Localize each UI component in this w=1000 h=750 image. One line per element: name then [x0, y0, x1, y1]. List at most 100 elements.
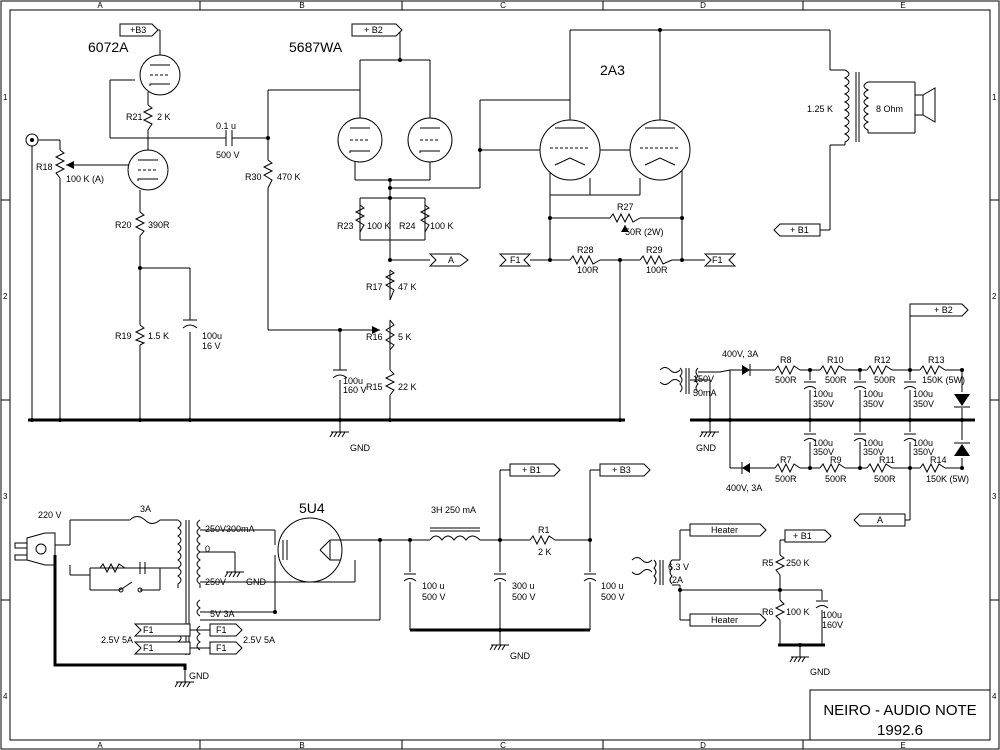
r12-icon [866, 364, 893, 376]
r30-value: 470 K [277, 172, 301, 182]
output-transformer-icon [843, 69, 870, 145]
tube-6072a-lower [127, 149, 169, 191]
opt-primary-impedance: 1.25 K [807, 104, 833, 114]
svg-text:+ B2: + B2 [934, 305, 953, 315]
r27-value: 50R (2W) [625, 227, 664, 237]
r13-value: 150K (5W) [922, 375, 965, 385]
r5-icon [774, 554, 786, 576]
svg-text:Heater: Heater [711, 615, 738, 625]
tube-label-5u4: 5U4 [299, 500, 325, 516]
r14-icon [919, 462, 946, 474]
svg-text:Heater: Heater [711, 525, 738, 535]
r17-icon [384, 269, 396, 301]
svg-text:F1: F1 [143, 625, 154, 635]
r8-icon [774, 364, 801, 376]
junction-dots [30, 28, 684, 422]
svg-text:F1: F1 [712, 255, 723, 265]
r11-value: 500R [874, 474, 896, 484]
psu-wires [55, 469, 600, 649]
gnd-label-psu: GND [510, 651, 531, 661]
r15-ref: R15 [366, 382, 383, 392]
tube-label-5687wa: 5687WA [289, 39, 343, 55]
title-block-date: 1992.6 [877, 722, 923, 739]
mains-plug-icon [14, 532, 56, 566]
c-psu2-value: 300 u [512, 581, 535, 591]
c-psu1-voltage: 500 V [422, 592, 446, 602]
r13-icon [919, 364, 946, 376]
pt-2v5-right-rating: 2.5V 5A [243, 635, 275, 645]
r9-ref: R9 [830, 455, 842, 465]
r7-value: 500R [775, 474, 797, 484]
r28-value: 100R [577, 265, 599, 275]
svg-text:+ B1: + B1 [790, 225, 809, 235]
tube-2a3-right [629, 119, 691, 181]
ground-symbol-amp [329, 420, 349, 438]
led-top-icon [954, 394, 970, 408]
r29-ref: R29 [646, 245, 663, 255]
r10-value: 500R [825, 375, 847, 385]
r27-icon [609, 212, 641, 224]
rectifier-5u4-icon [277, 517, 343, 583]
coupling-cap-value: 0.1 u [216, 121, 236, 131]
heater-transformer-voltage: 6.3 V [668, 562, 689, 572]
coupling-cap-voltage: 500 V [216, 150, 240, 160]
gnd-label-chassis: GND [189, 671, 210, 681]
r30-icon [262, 159, 274, 189]
cb6-voltage: 350V [913, 447, 934, 457]
r18-value: 100 K (A) [66, 174, 104, 184]
chassis-ground-wire [53, 555, 187, 670]
r6-icon [774, 599, 786, 621]
bias-transformer-current: 50mA [693, 388, 717, 398]
heater-capacitor [815, 600, 829, 609]
r8-value: 500R [775, 375, 797, 385]
title-block [809, 689, 991, 741]
row-label-2: 2 [3, 292, 8, 301]
cb5-voltage: 350V [863, 447, 884, 457]
r17-value: 47 K [398, 282, 417, 292]
r5-value: 250 K [786, 558, 810, 568]
ground-symbol-heater [789, 645, 809, 663]
r23-ref: R23 [337, 221, 354, 231]
diode-top-icon [742, 364, 751, 376]
svg-text:+B3: +B3 [130, 25, 146, 35]
r23-icon [354, 204, 366, 233]
r19-icon [134, 324, 146, 346]
c-psu2-voltage: 500 V [512, 592, 536, 602]
opt-secondary-impedance: 8 Ohm [876, 104, 903, 114]
cb1-voltage: 350V [813, 399, 834, 409]
power-tag-b3-top: +B3 [119, 23, 159, 37]
fuse-rating: 3A [140, 504, 151, 514]
svg-text:F1: F1 [510, 255, 521, 265]
r10-icon [819, 364, 846, 376]
r21-ref: R21 [126, 112, 143, 122]
r6-ref: R6 [762, 607, 774, 617]
ground-symbol-psu [489, 644, 509, 651]
row-label-3-right: 3 [992, 492, 997, 501]
choke-rating: 3H 250 mA [431, 505, 476, 515]
r29-value: 100R [646, 265, 668, 275]
r16-icon [385, 319, 395, 351]
bias-transformer-icon [659, 367, 699, 394]
bias-resistors [774, 364, 946, 474]
col-label-e: E [900, 1, 905, 10]
mains-voltage: 220 V [38, 510, 62, 520]
heater-wires [679, 529, 823, 645]
r5-ref: R5 [762, 558, 774, 568]
row-label-2-right: 2 [992, 292, 997, 301]
r27-ref: R27 [617, 202, 634, 212]
r19-value: 1.5 K [148, 331, 169, 341]
r13-ref: R13 [928, 355, 945, 365]
mains-switch-icon [118, 581, 143, 593]
r20-value: 390R [148, 220, 170, 230]
heater-transformer-current: 2A [672, 575, 683, 585]
r20-icon [134, 211, 146, 237]
r1-value: 2 K [538, 547, 552, 557]
c-psu3-voltage: 500 V [601, 592, 625, 602]
cb4-voltage: 350V [813, 447, 834, 457]
heater-component-labels: 6.3 V 2A R5 250 K R6 100 K 100u 160V [668, 558, 843, 630]
r24-ref: R24 [399, 221, 416, 231]
net-tag-heater-top: Heater [689, 523, 767, 537]
r9-icon [819, 462, 846, 474]
